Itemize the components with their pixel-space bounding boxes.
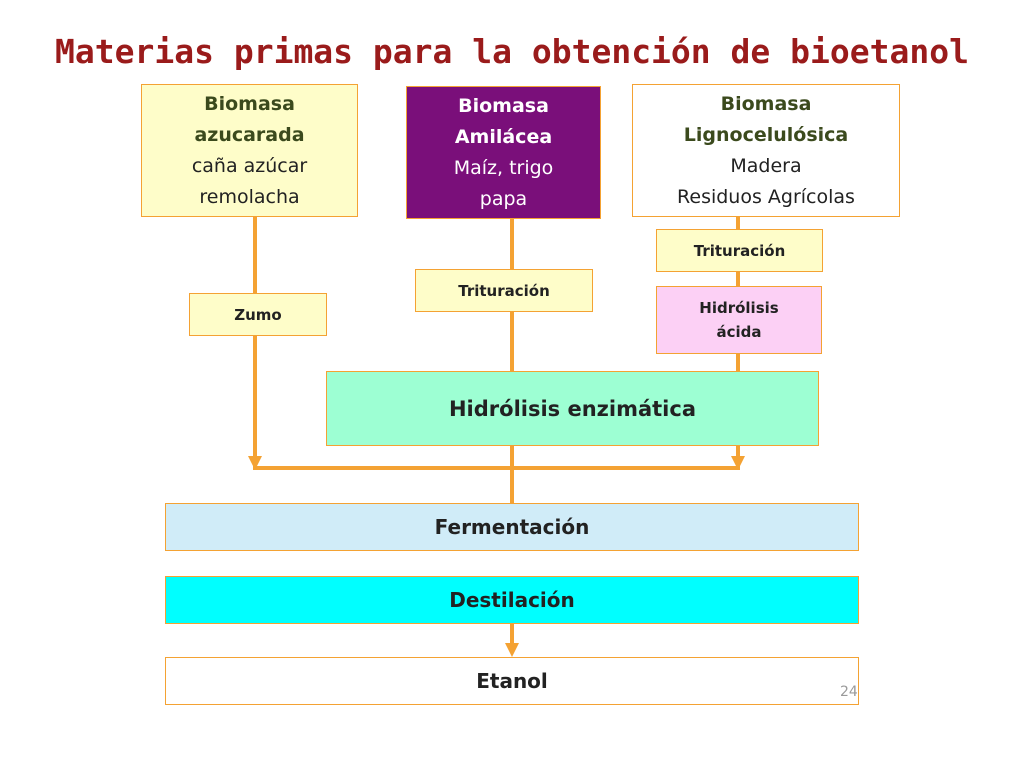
ligno-line2: Lignocelulósica bbox=[683, 123, 849, 146]
starch-line4: papa bbox=[479, 187, 528, 210]
sugar-line4: remolacha bbox=[199, 185, 300, 208]
trituracion-ligno-label: Trituración bbox=[693, 241, 786, 260]
slide-number: 24 bbox=[840, 684, 858, 700]
box-hidrolisis-acida: Hidrólisis ácida bbox=[656, 286, 822, 354]
box-trituracion-amilacea: Trituración bbox=[415, 269, 593, 312]
box-biomasa-azucarada: Biomasa azucarada caña azúcar remolacha bbox=[141, 84, 358, 217]
hidrolisis-acida-line2: ácida bbox=[716, 323, 762, 341]
trituracion-amilacea-label: Trituración bbox=[458, 281, 550, 300]
ligno-line4: Residuos Agrícolas bbox=[677, 185, 855, 208]
arrowhead-sugar bbox=[248, 456, 262, 470]
ligno-line3: Madera bbox=[730, 154, 802, 177]
box-etanol: Etanol bbox=[165, 657, 859, 705]
slide-title: Materias primas para la obtención de bio… bbox=[55, 32, 969, 71]
box-destilacion: Destilación bbox=[165, 576, 859, 624]
starch-line3: Maíz, trigo bbox=[453, 156, 554, 179]
box-hidrolisis-enzimatica: Hidrólisis enzimática bbox=[326, 371, 819, 446]
starch-line2: Amilácea bbox=[454, 125, 553, 148]
box-biomasa-amilacea: Biomasa Amilácea Maíz, trigo papa bbox=[406, 86, 601, 219]
sugar-line3: caña azúcar bbox=[191, 154, 308, 177]
fermentacion-label: Fermentación bbox=[434, 515, 590, 539]
starch-line1: Biomasa bbox=[458, 94, 549, 117]
etanol-label: Etanol bbox=[476, 669, 548, 693]
box-trituracion-lignocelulosica: Trituración bbox=[656, 229, 823, 272]
arrowhead-etanol bbox=[505, 643, 519, 657]
sugar-line2: azucarada bbox=[194, 123, 305, 146]
box-zumo: Zumo bbox=[189, 293, 327, 336]
destilacion-label: Destilación bbox=[449, 588, 575, 612]
sugar-line1: Biomasa bbox=[204, 92, 295, 115]
zumo-label: Zumo bbox=[234, 305, 282, 324]
ligno-line1: Biomasa bbox=[720, 92, 812, 115]
box-biomasa-lignocelulosica: Biomasa Lignocelulósica Madera Residuos … bbox=[632, 84, 900, 217]
box-fermentacion: Fermentación bbox=[165, 503, 859, 551]
hidrolisis-enzimatica-label: Hidrólisis enzimática bbox=[448, 396, 697, 421]
hidrolisis-acida-line1: Hidrólisis bbox=[699, 299, 779, 317]
arrowhead-ligno bbox=[731, 456, 745, 470]
